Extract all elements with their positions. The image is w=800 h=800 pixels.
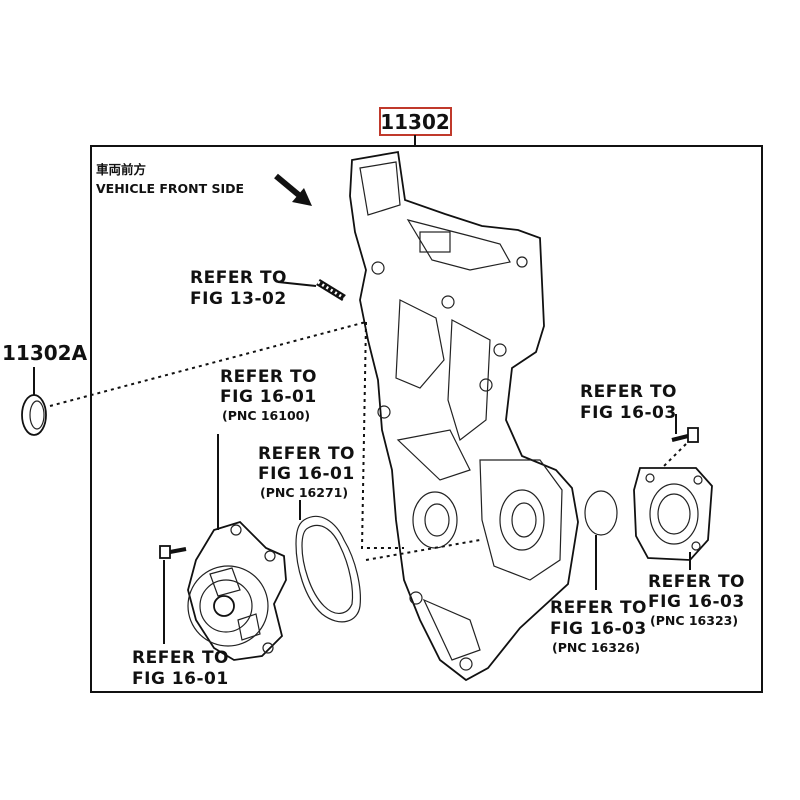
right-bolt-dash bbox=[659, 443, 687, 471]
small-bolt-icon bbox=[159, 545, 187, 559]
ref-13-02-line2[interactable]: FIG 13-02 bbox=[190, 289, 287, 309]
vehicle-front-label: VEHICLE FRONT SIDE bbox=[96, 181, 244, 196]
ref-gasket-line2[interactable]: FIG 16-01 bbox=[258, 464, 355, 484]
pump-gasket-icon bbox=[295, 515, 361, 623]
oil-seal-icon bbox=[21, 394, 47, 436]
ref-oring-line1[interactable]: REFER TO bbox=[550, 598, 647, 618]
o-ring-icon bbox=[584, 490, 618, 536]
vehicle-front-arrow-icon bbox=[274, 173, 312, 206]
ref-gasket-line1[interactable]: REFER TO bbox=[258, 444, 355, 464]
ref-bolt-right-line1[interactable]: REFER TO bbox=[580, 382, 677, 402]
stud-bolt-icon bbox=[316, 279, 346, 301]
ref-gasket-note[interactable]: (PNC 16271) bbox=[260, 485, 348, 500]
right-bolt-icon bbox=[671, 427, 699, 443]
ref-pump-bottom-line2[interactable]: FIG 16-01 bbox=[132, 669, 229, 689]
pump-dash-line bbox=[365, 539, 481, 561]
water-pump-icon bbox=[187, 520, 287, 661]
timing-cover-icon bbox=[349, 150, 579, 682]
diagram-frame bbox=[90, 145, 763, 693]
ref-oring-line2[interactable]: FIG 16-03 bbox=[550, 619, 647, 639]
part-number-side[interactable]: 11302A bbox=[2, 341, 88, 365]
oil-pump-housing-icon bbox=[633, 467, 713, 561]
ref-pump-top-line2[interactable]: FIG 16-01 bbox=[220, 387, 317, 407]
ref-13-02-line1[interactable]: REFER TO bbox=[190, 268, 287, 288]
ref-pump-bottom-line1[interactable]: REFER TO bbox=[132, 648, 229, 668]
stud-leader bbox=[277, 281, 317, 287]
header-cjk: 車両前方 bbox=[96, 162, 146, 177]
ref-housing-line2[interactable]: FIG 16-03 bbox=[648, 592, 745, 612]
ref-pump-top-note[interactable]: (PNC 16100) bbox=[222, 408, 310, 423]
ref-housing-line1[interactable]: REFER TO bbox=[648, 572, 745, 592]
part-number-main[interactable]: 11302 bbox=[380, 110, 450, 134]
ref-bolt-right-line2[interactable]: FIG 16-03 bbox=[580, 403, 677, 423]
ref-housing-note[interactable]: (PNC 16323) bbox=[650, 613, 738, 628]
ref-oring-note[interactable]: (PNC 16326) bbox=[552, 640, 640, 655]
ref-pump-top-line1[interactable]: REFER TO bbox=[220, 367, 317, 387]
seal-dash-line bbox=[49, 321, 367, 407]
cover-dash-line bbox=[360, 321, 404, 549]
